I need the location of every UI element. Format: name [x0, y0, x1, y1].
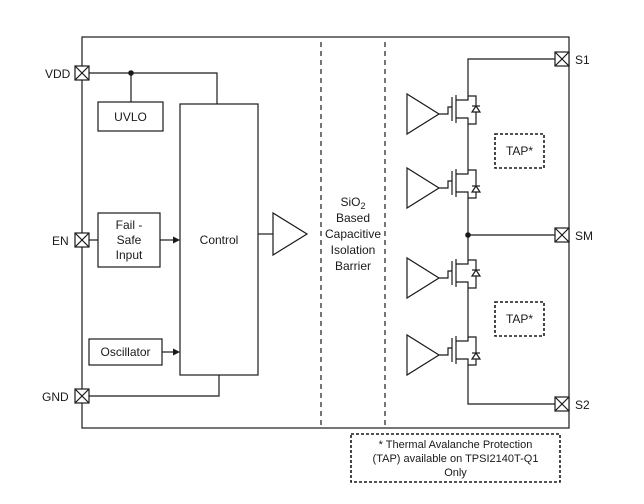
oscillator-block [88, 338, 163, 366]
pin-s2 [554, 396, 570, 412]
mosfet-1 [451, 87, 482, 138]
wire-s1 [467, 58, 555, 87]
wire-driver3-gate [439, 270, 452, 279]
pin-vdd [74, 65, 90, 81]
barrier-label-line4: Isolation [331, 243, 376, 257]
control-block [179, 103, 259, 376]
mosfet-2 [451, 160, 482, 203]
barrier-label-line3: Capacitive [325, 227, 381, 241]
pin-label-vdd: VDD [45, 67, 71, 81]
wire-vdd-to-control [89, 72, 218, 104]
control-label: Control [200, 233, 239, 247]
wire-driver4-gate [439, 347, 452, 356]
node-vdd [128, 70, 134, 76]
pin-sm [554, 227, 570, 243]
footnote-line2: (TAP) available on TPSI2140T-Q1 [373, 453, 539, 465]
failsafe-label-line3: Input [116, 248, 143, 262]
oscillator-label: Oscillator [100, 345, 150, 359]
driver-1 [406, 92, 441, 136]
pin-label-s1: S1 [575, 53, 590, 67]
mosfet-3 [451, 253, 482, 297]
driver-2 [406, 166, 441, 210]
wire-driver2-gate [439, 180, 452, 189]
arrow-failsafe-to-control [173, 236, 180, 244]
tap-label-lower: TAP* [506, 312, 533, 326]
wire-driver1-gate [439, 106, 452, 115]
node-sm [465, 232, 471, 238]
uvlo-block [97, 101, 164, 132]
pin-label-sm: SM [575, 229, 593, 243]
footnote-line1: * Thermal Avalanche Protection [379, 439, 533, 451]
footnote-box [350, 433, 561, 483]
uvlo-label: UVLO [114, 110, 147, 124]
pin-s1 [554, 51, 570, 67]
pin-en [74, 232, 90, 248]
footnote-line3: Only [444, 467, 467, 479]
tx-buffer [272, 211, 309, 257]
tap-label-upper: TAP* [506, 144, 533, 158]
barrier-label-line2: Based [336, 211, 370, 225]
barrier-label-line5: Barrier [335, 259, 371, 273]
mosfet-4 [451, 330, 482, 375]
failsafe-label-line1: Fail - [116, 218, 143, 232]
failsafe-label-line2: Safe [117, 233, 142, 247]
wire-gnd-to-control [89, 375, 220, 397]
wire-s2 [467, 375, 555, 405]
barrier-label-line1: SiO2 [340, 195, 365, 211]
arrow-oscillator-to-control [173, 348, 180, 356]
pin-label-gnd: GND [42, 390, 69, 404]
pin-label-en: EN [52, 234, 69, 248]
tap-box-lower [494, 301, 545, 337]
failsafe-block [97, 212, 161, 268]
driver-3 [406, 256, 441, 300]
tap-box-upper [494, 133, 545, 169]
pin-gnd [74, 388, 90, 404]
pin-label-s2: S2 [575, 398, 590, 412]
driver-4 [406, 333, 441, 377]
